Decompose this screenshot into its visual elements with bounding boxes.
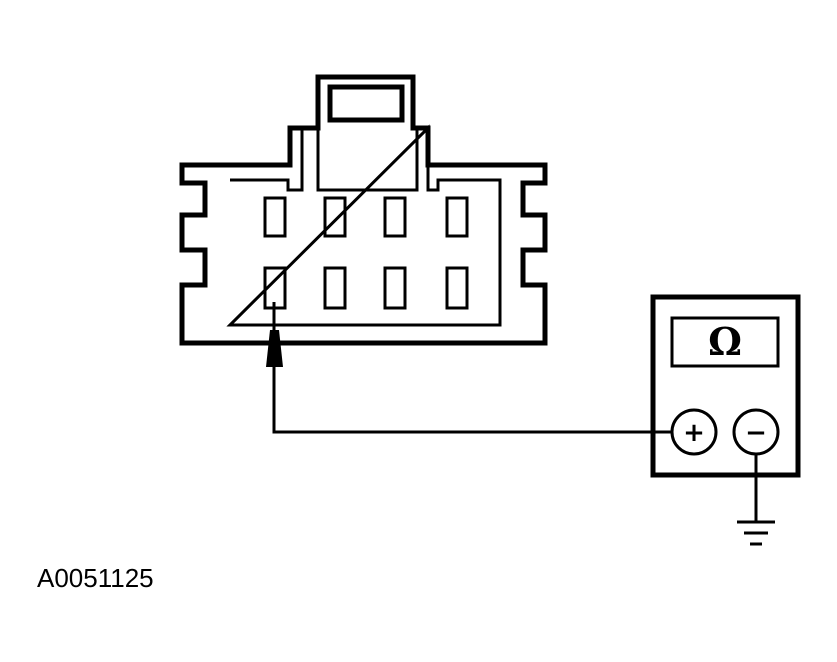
- terminal-cavity: [445, 196, 469, 238]
- connector-lock-tab: [327, 84, 405, 123]
- ground-symbol: [737, 520, 775, 546]
- connector-inner-cavity: [226, 124, 502, 327]
- test-probe: [266, 302, 283, 367]
- figure-id: A0051125: [37, 563, 154, 593]
- connector-outline: [179, 74, 548, 346]
- terminal-cavity: [263, 196, 287, 238]
- terminal-cavity: [323, 266, 347, 310]
- probe-body: [266, 330, 283, 367]
- terminal-row-bottom: [263, 266, 469, 310]
- connector: [179, 74, 548, 346]
- positive-terminal: [670, 408, 718, 456]
- meter-display: [670, 316, 780, 368]
- ground: [737, 454, 775, 546]
- positive-sign: +: [683, 418, 705, 448]
- meter-body: [650, 294, 801, 478]
- test-lead-wire: [272, 367, 671, 434]
- ohmmeter: Ω + −: [650, 294, 801, 478]
- terminal-cavity: [383, 266, 407, 310]
- terminal-row-top: [263, 196, 469, 238]
- negative-sign: −: [745, 418, 767, 448]
- ohm-symbol: Ω: [708, 319, 742, 364]
- terminal-cavity: [323, 196, 347, 238]
- terminal-cavity: [445, 266, 469, 310]
- terminal-cavity: [383, 196, 407, 238]
